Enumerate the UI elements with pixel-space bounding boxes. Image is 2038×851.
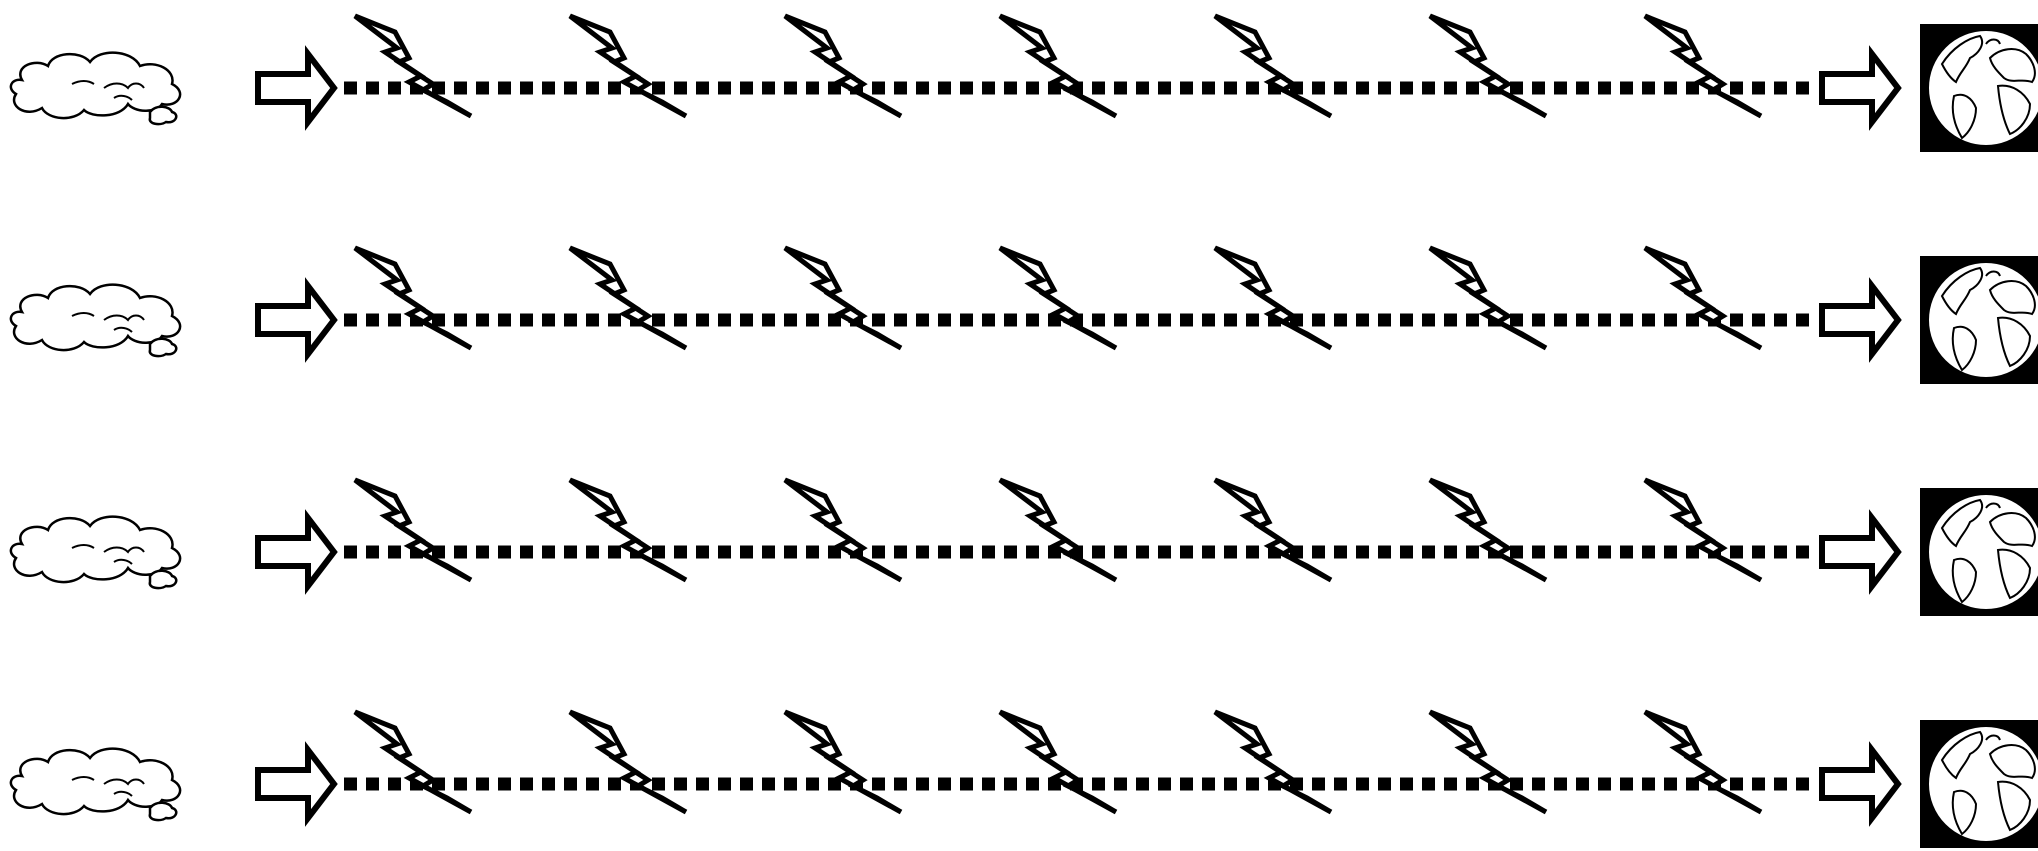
lightning-bolt-icon [1430,712,1546,812]
earth-globe-icon [1920,488,2038,616]
arrow-right-icon [1822,518,1898,586]
diagram-row [11,712,2038,848]
lightning-bolt-icon [1645,712,1761,812]
lightning-bolt-icon [1645,480,1761,580]
cloud-icon [11,53,180,124]
lightning-bolt-icon [355,16,471,116]
lightning-bolt-icon [785,16,901,116]
arrow-right-icon [1822,286,1898,354]
lightning-bolt-icon [355,712,471,812]
lightning-bolt-icon [1000,480,1116,580]
arrow-right-icon [1822,750,1898,818]
earth-globe-icon [1920,24,2038,152]
lightning-bolt-icon [1645,16,1761,116]
lightning-bolt-icon [355,248,471,348]
diagram-row [11,248,2038,384]
lightning-bolt-icon [570,248,686,348]
earth-globe-icon [1920,256,2038,384]
lightning-bolt-icon [1215,480,1331,580]
arrow-right-icon [258,286,334,354]
arrow-right-icon [258,518,334,586]
diagram-row [11,480,2038,616]
lightning-bolt-icon [785,248,901,348]
lightning-bolt-icon [1000,248,1116,348]
cloud-icon [11,749,180,820]
lightning-bolt-icon [1000,712,1116,812]
lightning-bolt-icon [1215,248,1331,348]
arrow-right-icon [258,750,334,818]
lightning-bolt-icon [1430,248,1546,348]
earth-globe-icon [1920,720,2038,848]
arrow-right-icon [1822,54,1898,122]
lightning-bolt-icon [1215,712,1331,812]
lightning-bolt-icon [1430,480,1546,580]
lightning-bolt-icon [1645,248,1761,348]
diagram-row [11,16,2038,152]
cloud-icon [11,517,180,588]
cloud-icon [11,285,180,356]
lightning-bolt-icon [785,480,901,580]
lightning-bolt-icon [570,480,686,580]
lightning-bolt-icon [1000,16,1116,116]
lightning-bolt-icon [355,480,471,580]
arrow-right-icon [258,54,334,122]
lightning-bolt-icon [1215,16,1331,116]
lightning-bolt-icon [570,16,686,116]
lightning-bolt-icon [570,712,686,812]
lightning-bolt-icon [785,712,901,812]
lightning-bolt-icon [1430,16,1546,116]
